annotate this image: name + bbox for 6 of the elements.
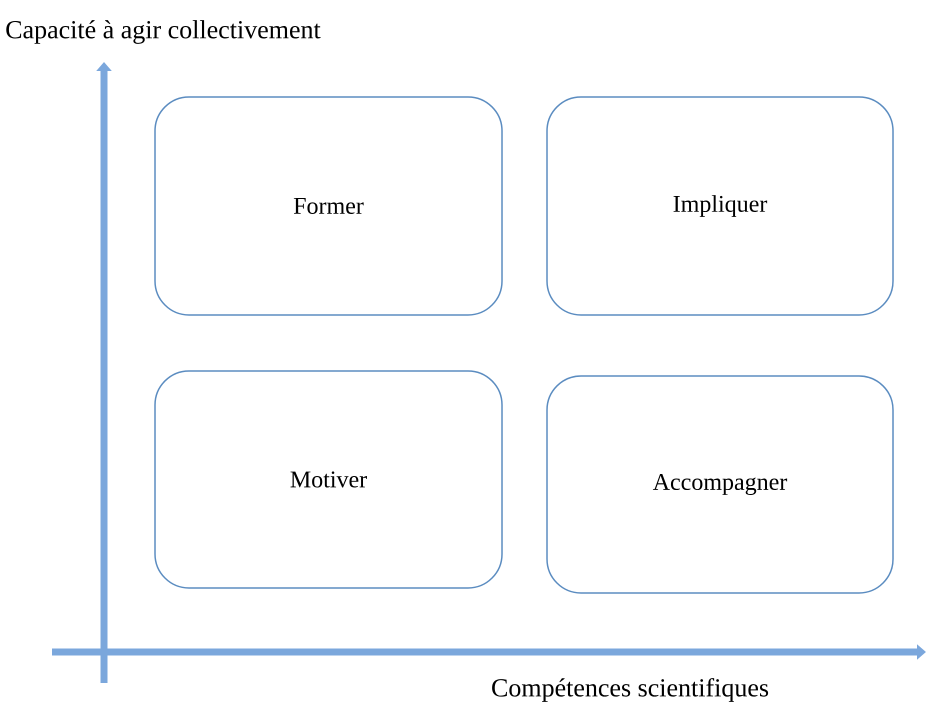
- quadrant-box: Former: [154, 96, 503, 316]
- quadrant-box: Motiver: [154, 370, 503, 589]
- quadrant-box: Impliquer: [546, 96, 894, 316]
- quadrant-box: Accompagner: [546, 375, 894, 594]
- axis-label: Capacité à agir collectivement: [6, 20, 321, 44]
- axis-label: Compétences scientifiques: [492, 678, 768, 702]
